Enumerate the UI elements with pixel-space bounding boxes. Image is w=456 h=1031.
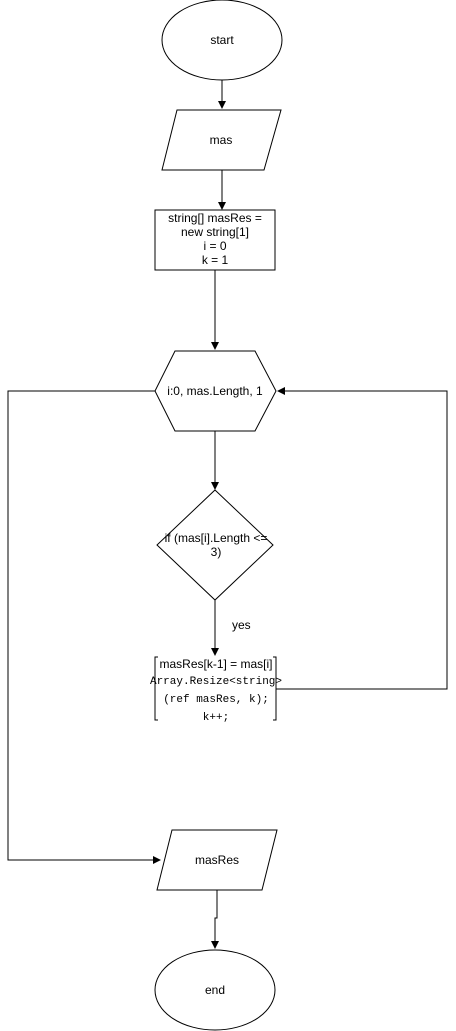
body-line-4: k++;: [203, 712, 229, 724]
edge-output-to-end: [211, 890, 219, 949]
end-terminal: [154, 949, 276, 1031]
condition-line-2: 3): [211, 545, 222, 559]
edge-loop-exit-to-output: [7, 390, 161, 864]
body-bracket-right: [273, 656, 277, 721]
loop-label: i:0, mas.Length, 1: [167, 384, 263, 398]
body-bracket-left: [154, 656, 158, 721]
body-line-1: masRes[k-1] = mas[i]: [159, 657, 272, 671]
condition-line-1: if (mas[i].Length <=: [165, 531, 268, 545]
input-label: mas: [210, 133, 233, 147]
start-label: start: [210, 33, 234, 47]
init-line-2: new string[1]: [181, 225, 249, 239]
yes-label: yes: [232, 618, 251, 632]
init-line-4: k = 1: [202, 253, 229, 267]
init-process-box: [154, 209, 276, 271]
body-process-box: [155, 657, 276, 720]
output-parallelogram: [156, 829, 278, 891]
body-line-3: (ref masRes, k);: [163, 694, 269, 706]
output-label: masRes: [195, 853, 239, 867]
edge-body-loopback: [276, 387, 448, 690]
condition-diamond: [156, 489, 274, 601]
body-line-2: Array.Resize<string>: [150, 676, 282, 688]
init-line-1: string[] masRes =: [168, 211, 262, 225]
start-terminal: [161, 0, 283, 81]
input-parallelogram: [161, 109, 282, 171]
end-label: end: [205, 983, 225, 997]
init-line-3: i = 0: [203, 239, 226, 253]
loop-hexagon: [154, 350, 277, 432]
